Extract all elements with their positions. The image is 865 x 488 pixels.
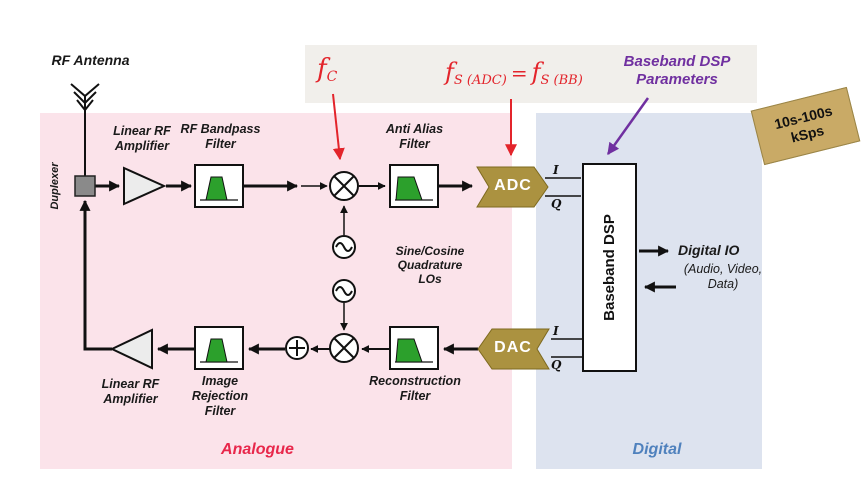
summer-icon [285,336,309,360]
dac-block [477,328,550,370]
adc-label: ADC [494,177,532,194]
rf-bandpass-filter-icon [194,164,244,208]
reconstruction-filter-label: Reconstruction Filter [369,374,461,403]
sampling-params-box [305,45,757,103]
baseband-dsp-block: Baseband DSP [582,163,637,372]
sampling-frequency-equation: fS (ADC)=fS (BB) [445,58,583,88]
mixer-bottom-icon [329,333,359,363]
quadrature-lo-label: Sine/Cosine Quadrature LOs [395,244,465,287]
fc-sub: C [326,69,338,86]
adc-i-label: I [553,163,559,177]
rf-bandpass-filter-label: RF Bandpass Filter [180,122,261,151]
image-rejection-filter-icon [194,326,244,370]
antenna-icon [70,83,100,176]
adc-q-label: Q [551,197,562,211]
dac-label: DAC [494,339,532,356]
fs-equals: = [510,61,528,85]
dac-i-label: I [553,324,559,338]
baseband-dsp-label: Baseband DSP [601,214,619,321]
anti-alias-filter-icon [389,164,439,208]
fs-base: f [445,58,454,86]
image-rejection-filter-label: Image Rejection Filter [191,374,249,418]
wiring [79,177,676,358]
analogue-region-label: Analogue [221,441,294,458]
rf-amplifier-top-label: Linear RF Amplifier [113,124,171,153]
rf-amplifier-bottom-icon [109,328,153,370]
fc-base: f [317,54,327,84]
fs-base2: f [531,58,541,86]
duplexer-label: Duplexer [49,162,61,210]
rf-amplifier-bottom-label: Linear RF Amplifier [101,377,160,406]
oscillator-bottom-icon [332,279,356,303]
dsp-params-arrow [606,97,650,155]
digital-io-label: Digital IO [678,242,740,258]
oscillator-top-icon [332,235,356,259]
anti-alias-filter-label: Anti Alias Filter [385,122,444,151]
adc-block [476,166,549,208]
digital-io-detail-label: (Audio, Video, Data) [683,262,763,291]
reconstruction-filter-icon [389,326,439,370]
carrier-frequency-label: fC [317,54,337,85]
dac-q-label: Q [551,358,562,372]
rf-antenna-label: RF Antenna [51,52,130,68]
rf-amplifier-top-icon [123,166,167,206]
fs-sub: S (ADC) [453,73,507,89]
fs-sub2: S (BB) [540,73,583,89]
digital-region-label: Digital [632,441,682,458]
baseband-dsp-params-label: Baseband DSP Parameters [623,53,731,88]
fc-arrow [332,93,345,161]
mixer-top-icon [329,171,359,201]
duplexer-box [74,175,96,197]
